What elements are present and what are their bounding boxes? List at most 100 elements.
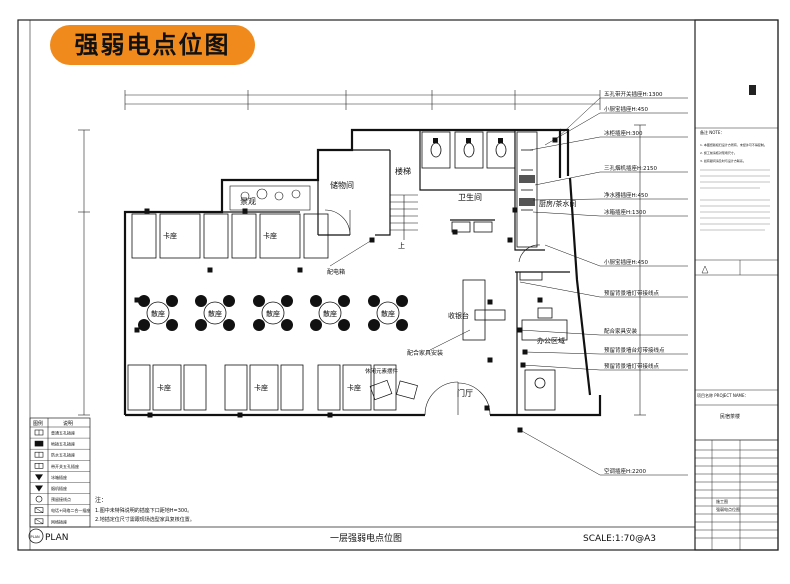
stairs-drawing xyxy=(390,194,418,240)
callout-label-12: 空调插座H:2200 xyxy=(604,467,646,475)
label-booth-2: 卡座 xyxy=(263,231,277,240)
callout-leader-4 xyxy=(534,171,688,186)
title-block-note-3: 3. 如有疑问请及时与设计方联系。 xyxy=(700,158,746,163)
legend-row-8: 电话+网络二合一插座 xyxy=(51,507,90,513)
outlet-marker-1 xyxy=(144,208,150,214)
callout-leader-10 xyxy=(524,351,688,355)
outlet-marker-8 xyxy=(237,412,243,418)
label-casual-decor: 休闲元素摆件 xyxy=(365,367,399,375)
legend-symbol-9 xyxy=(34,518,44,525)
legend-header-symbol: 图例 xyxy=(33,420,43,427)
legend-row-2: 地插五孔插座 xyxy=(51,441,75,447)
label-booth-1: 卡座 xyxy=(163,231,177,240)
label-scattered-2: 散座 xyxy=(208,309,222,318)
label-stair-up: 上 xyxy=(398,241,405,250)
legend-row-1: 普通五孔插座 xyxy=(51,430,75,436)
legend-row-5: 冰箱插座 xyxy=(51,474,67,480)
drawing-title: 一层强弱电点位图 xyxy=(330,532,402,544)
label-stairs: 楼梯 xyxy=(395,166,411,176)
doors xyxy=(324,209,541,416)
top-booth-row xyxy=(131,213,329,259)
legend-symbol-1 xyxy=(34,429,44,436)
label-scattered-4: 散座 xyxy=(323,309,337,318)
kitchen-counters xyxy=(516,131,538,248)
title-block-note-label: 备注 NOTE： xyxy=(700,129,724,135)
outlet-marker-12 xyxy=(507,237,513,243)
label-storage: 储物间 xyxy=(330,180,354,190)
plan-label: PLAN xyxy=(45,533,69,543)
project-name: 民宿茶楼 xyxy=(720,413,740,420)
drawing-scale: SCALE:1:70@A3 xyxy=(583,534,656,544)
callout-label-10: 预留背景墙台灯带接线点 xyxy=(604,346,665,354)
plan-symbol-text: PLAN xyxy=(31,535,41,539)
outlet-marker-4 xyxy=(297,267,303,273)
legend-symbol-7 xyxy=(35,495,43,503)
exterior-walls xyxy=(123,128,602,417)
scattered-seating-tables: 散座 散座 散座 散座 散座 xyxy=(138,295,408,331)
callout-leader-6 xyxy=(532,211,688,217)
callout-label-2: 小厨宝插座H:450 xyxy=(604,105,648,113)
label-scattered-1: 散座 xyxy=(151,309,165,318)
callout-label-5: 净水器插座H:450 xyxy=(604,191,648,199)
outlet-marker-6 xyxy=(134,327,140,333)
plan-symbol-icon xyxy=(28,528,44,544)
label-scenery: 景观 xyxy=(240,197,256,206)
callout-label-1: 五孔带开关插座H:1300 xyxy=(604,90,663,98)
label-scattered-3: 散座 xyxy=(266,309,280,318)
outlet-marker-2 xyxy=(242,208,248,214)
callout-leader-9 xyxy=(519,329,688,336)
label-toilet: 卫生间 xyxy=(458,192,482,202)
title-block xyxy=(694,19,779,551)
dimension-lines xyxy=(78,90,646,416)
callout-label-3: 冰柜插座H:300 xyxy=(604,129,643,137)
legend-symbol-3 xyxy=(34,451,44,458)
legend-symbol-5 xyxy=(35,474,43,481)
legend-row-3: 防水五孔插座 xyxy=(51,452,75,458)
label-office: 办公区域 xyxy=(537,336,565,345)
sheet-border xyxy=(17,19,779,551)
outlet-marker-7 xyxy=(147,412,153,418)
notes-line-1: 1.图中未特殊说明的插座下口距地H=300。 xyxy=(95,507,192,514)
legend-symbol-8 xyxy=(34,507,44,514)
callout-leader-8 xyxy=(519,281,688,298)
label-booth-3: 卡座 xyxy=(157,383,171,392)
toilet-stalls xyxy=(421,131,516,233)
cashier-counter xyxy=(462,279,506,341)
callout-leader-1 xyxy=(554,97,688,141)
kitchen-equipment-hatch xyxy=(519,175,535,206)
outlet-marker-15 xyxy=(537,297,543,303)
legend-symbol-6 xyxy=(35,485,43,492)
callout-leader-5 xyxy=(532,198,688,201)
callout-label-9: 配合家具安装 xyxy=(604,327,638,335)
scenery-planter xyxy=(229,185,311,211)
legend-row-6: 烟机插座 xyxy=(51,485,67,491)
title-block-note-1: 1. 本图纸版权归设计方所有，未经许可不得复制。 xyxy=(700,142,767,147)
callout-label-7: 小厨宝插座H:450 xyxy=(604,258,648,266)
label-booth-4: 卡座 xyxy=(254,383,268,392)
outlet-marker-9 xyxy=(327,412,333,418)
round-table-2: 散座 xyxy=(195,295,235,331)
legend-symbol-4 xyxy=(34,462,44,469)
notes-line-2: 2.地插定位尺寸需跟现场选型家具复核位置。 xyxy=(95,516,195,523)
legend-symbol-2 xyxy=(34,440,44,447)
round-table-4: 散座 xyxy=(310,295,350,331)
notes-label: 注： xyxy=(95,496,107,504)
label-distribution-box: 配电箱 xyxy=(327,268,345,276)
callout-leader-3 xyxy=(529,136,688,151)
callout-leaders xyxy=(519,97,688,476)
callout-leader-11 xyxy=(522,364,688,371)
callout-label-6: 冰箱插座H:1300 xyxy=(604,208,646,216)
page-title-badge: 强弱电点位图 xyxy=(50,25,255,65)
label-furniture-install: 配合家具安装 xyxy=(407,349,443,357)
legend-header-description: 说明 xyxy=(63,420,73,427)
outlet-marker-22 xyxy=(484,405,490,411)
legend-row-9: 网络插座 xyxy=(51,518,67,524)
callout-leader-2 xyxy=(544,112,688,146)
label-lobby: 门厅 xyxy=(457,388,473,398)
title-block-drawing-name: 强弱电点位图 xyxy=(716,506,740,512)
label-scattered-5: 散座 xyxy=(381,309,395,318)
legend-table: 图例 说明 普通五孔插座地插五孔插座防水五孔插座带开关五孔插座冰箱插座烟机插座预… xyxy=(29,417,90,528)
outlet-marker-5 xyxy=(134,297,140,303)
outlet-marker-13 xyxy=(512,207,518,213)
